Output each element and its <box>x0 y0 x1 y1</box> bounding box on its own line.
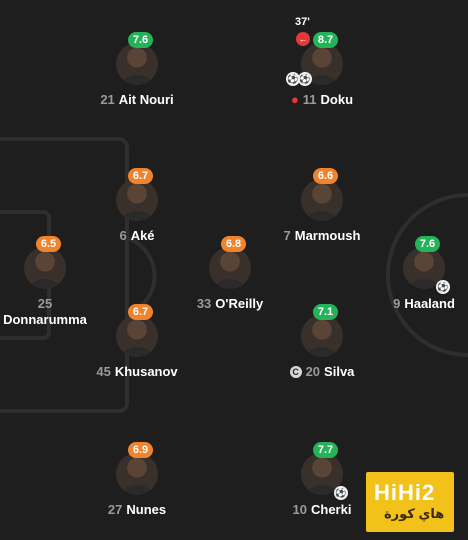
player-number: 7 <box>283 228 291 243</box>
player-number: 33 <box>196 296 212 311</box>
substitution-minute: 37' <box>295 16 310 28</box>
player-name: Nunes <box>126 502 167 517</box>
player-number: 20 <box>305 364 321 379</box>
player-rating: 6.7 <box>128 304 153 320</box>
boot-assist-icon-2: ⚽ <box>298 72 312 86</box>
player-photo <box>301 315 343 357</box>
watermark-logo: HiHi2 هاي كورة <box>366 472 454 532</box>
player-rating: 6.8 <box>221 236 246 252</box>
player-rating: 6.9 <box>128 442 153 458</box>
substitution-out-icon: ← <box>296 32 310 46</box>
player-name: Doku <box>320 92 354 107</box>
player-number: 11 <box>302 92 317 107</box>
goal-ball-icon: ⚽ <box>334 486 348 500</box>
player-number: 10 <box>292 502 307 517</box>
player-rating: 6.7 <box>128 168 153 184</box>
player-name: O'Reilly <box>215 296 264 311</box>
captain-badge-icon: C <box>289 366 302 378</box>
player-name: Ait Nouri <box>118 92 174 107</box>
player-photo <box>301 43 343 85</box>
player-photo <box>116 43 158 85</box>
player-rating: 7.6 <box>415 236 440 252</box>
player-rating: 7.7 <box>313 442 338 458</box>
player-number: 25 <box>37 296 53 311</box>
player-number: 27 <box>107 502 123 517</box>
player-name: Marmoush <box>294 228 361 243</box>
player-rating: 6.5 <box>36 236 61 252</box>
player-name: Haaland <box>404 296 455 311</box>
player-rating: 6.6 <box>313 168 338 184</box>
player-photo <box>209 247 251 289</box>
player-name: Aké <box>130 228 155 243</box>
watermark-subtitle: هاي كورة <box>384 506 445 521</box>
player-rating: 8.7 <box>313 32 338 48</box>
player-number: 9 <box>393 296 401 311</box>
watermark-brand: HiHi2 <box>374 480 436 505</box>
player-photo <box>116 179 158 221</box>
player-name: Silva <box>324 364 355 379</box>
player-photo <box>116 453 158 495</box>
player-photo <box>24 247 66 289</box>
player-photo <box>116 315 158 357</box>
player-name: Khusanov <box>114 364 178 379</box>
player-rating: 7.6 <box>128 32 153 48</box>
boot-assist-icon: ⚽ <box>286 72 300 86</box>
player-name: Donnarumma <box>3 312 87 327</box>
player-photo <box>301 179 343 221</box>
player-number: 21 <box>100 92 115 107</box>
sub-off-icon: ● <box>290 92 299 107</box>
player-number: 45 <box>96 364 111 379</box>
player-number: 6 <box>119 228 127 243</box>
player-name: Cherki <box>311 502 352 517</box>
player-rating: 7.1 <box>313 304 338 320</box>
player-name-label: 10 Cherki <box>232 502 412 517</box>
goal-ball-icon: ⚽ <box>436 280 450 294</box>
